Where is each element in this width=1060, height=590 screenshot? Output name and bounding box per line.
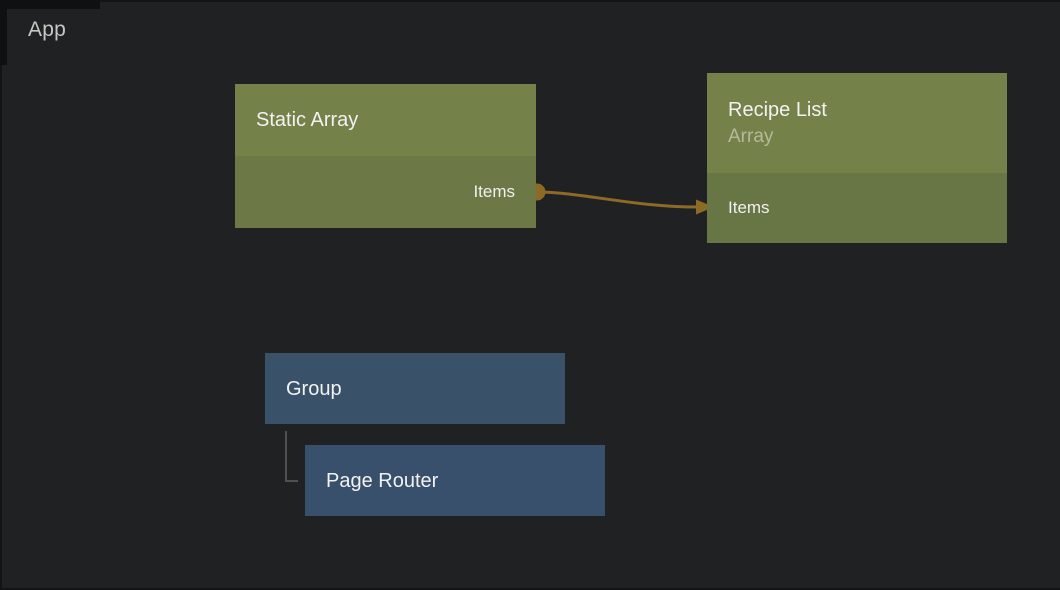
input-port-label: Items xyxy=(728,198,770,217)
window-edge-left xyxy=(0,0,2,590)
node-static-array[interactable]: Static Array Items xyxy=(235,84,536,228)
window-corner-left xyxy=(0,0,7,65)
node-recipe-list[interactable]: Recipe List Array Items xyxy=(707,73,1007,243)
window-edge-top xyxy=(0,0,1060,2)
node-recipe-list-input-port-row[interactable]: Items xyxy=(707,173,1007,243)
node-title: Static Array xyxy=(256,109,359,131)
node-title: Recipe List xyxy=(728,99,827,121)
node-title: Page Router xyxy=(326,469,439,492)
node-group[interactable]: Group xyxy=(265,353,565,424)
window-edge-bottom xyxy=(0,588,1060,590)
node-type-subtitle: Array xyxy=(728,126,774,147)
node-recipe-list-header: Recipe List Array xyxy=(707,73,1007,173)
output-port-label: Items xyxy=(473,182,515,201)
node-page-router-header: Page Router xyxy=(305,445,605,516)
window-corner-top-left xyxy=(0,0,100,9)
node-static-array-output-port-row[interactable]: Items xyxy=(235,156,536,228)
node-group-header: Group xyxy=(265,353,565,424)
connection-wire[interactable] xyxy=(536,190,699,209)
hierarchy-connector-line xyxy=(285,431,298,482)
node-page-router[interactable]: Page Router xyxy=(305,445,605,516)
breadcrumb-component-label[interactable]: App xyxy=(28,18,66,41)
node-static-array-header: Static Array xyxy=(235,84,536,156)
node-title: Group xyxy=(286,377,342,400)
